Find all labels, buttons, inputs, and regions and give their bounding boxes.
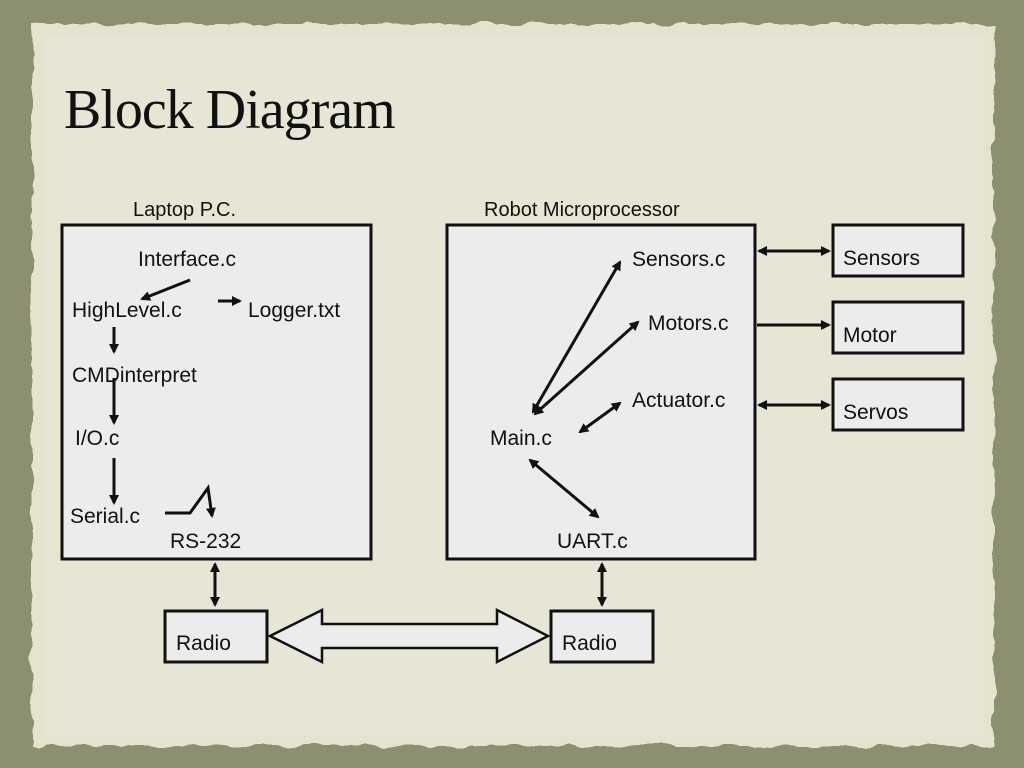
sensors-box <box>831 223 965 278</box>
interface-label: Interface.c <box>138 248 236 271</box>
arrow-interface-highlevel <box>140 278 191 301</box>
servos-label: Servos <box>843 401 908 424</box>
arrow-serial-rs232 <box>165 484 216 518</box>
radio-left-box <box>163 609 269 664</box>
motors-c-label: Motors.c <box>648 312 729 335</box>
robot-heading: Robot Microprocessor <box>484 199 680 221</box>
serial-label: Serial.c <box>70 505 140 528</box>
sensors-c-label: Sensors.c <box>632 248 725 271</box>
laptop-heading: Laptop P.C. <box>133 199 236 221</box>
radio-right-box <box>549 609 655 664</box>
slide-title: Block Diagram <box>64 79 396 141</box>
motor-box <box>831 300 965 355</box>
actuator-c-label: Actuator.c <box>632 389 725 412</box>
sensors-label: Sensors <box>843 247 920 270</box>
logger-label: Logger.txt <box>248 299 340 322</box>
uart-c-label: UART.c <box>557 530 628 553</box>
motor-label: Motor <box>843 324 897 347</box>
cmdinterpret-label: CMDinterpret <box>72 364 197 387</box>
arrow-main-uart <box>528 458 600 519</box>
highlevel-label: HighLevel.c <box>72 299 182 322</box>
arrow-main-actuator <box>578 401 622 434</box>
radio-left-label: Radio <box>176 632 231 655</box>
main-c-label: Main.c <box>490 427 552 450</box>
rs232-label: RS-232 <box>170 530 241 553</box>
io-label: I/O.c <box>75 427 119 450</box>
radio-right-label: Radio <box>562 632 617 655</box>
arrow-main-motors <box>533 320 640 416</box>
servos-box <box>831 377 965 432</box>
radio-link-block-arrow <box>267 607 551 665</box>
